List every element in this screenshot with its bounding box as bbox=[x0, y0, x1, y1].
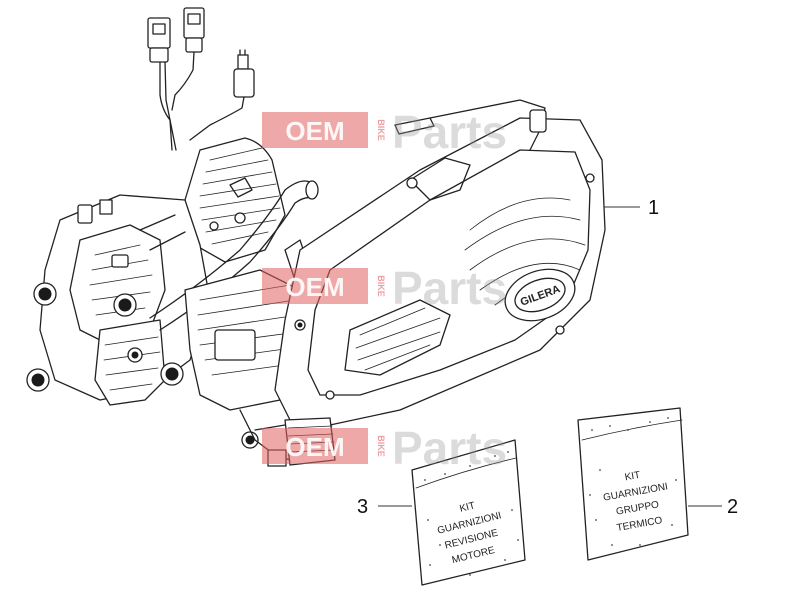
watermark-parts: Parts bbox=[392, 106, 507, 158]
watermark-parts-3: Parts bbox=[392, 422, 507, 474]
watermark-bike: BIKE bbox=[376, 119, 386, 141]
engine-assembly[interactable]: GILERA bbox=[26, 7, 606, 467]
gasket-kit-bag-engine-overhaul[interactable]: KIT GUARNIZIONI REVISIONE MOTORE bbox=[411, 439, 526, 586]
cvt-cover: GILERA bbox=[274, 99, 606, 426]
watermark-bike-3: BIKE bbox=[376, 435, 386, 457]
crankcase bbox=[184, 269, 306, 467]
cylinder-head bbox=[184, 137, 286, 263]
callout-1[interactable]: 1 bbox=[604, 197, 659, 219]
watermark-bike-2: BIKE bbox=[376, 275, 386, 297]
callout-3[interactable]: 3 bbox=[357, 496, 412, 518]
kit3-line-1: KIT bbox=[459, 500, 477, 514]
part-number-3: 3 bbox=[357, 496, 368, 518]
watermark-bottom: OEM BIKE Parts bbox=[262, 422, 507, 474]
watermark-oem-3: OEM bbox=[285, 432, 344, 462]
gasket-kit-bag-thermal-group[interactable]: KIT GUARNIZIONI GRUPPO TERMICO bbox=[577, 407, 689, 561]
wiring-harness bbox=[147, 7, 255, 151]
kit2-line-1: KIT bbox=[624, 470, 641, 484]
watermark-oem-2: OEM bbox=[285, 272, 344, 302]
callout-2[interactable]: 2 bbox=[688, 496, 738, 518]
watermark-middle: OEM BIKE Parts bbox=[262, 262, 507, 314]
watermark-oem: OEM bbox=[285, 116, 344, 146]
engine-block-left bbox=[26, 194, 211, 406]
watermark-top: OEM BIKE Parts bbox=[262, 106, 507, 158]
part-number-2: 2 bbox=[727, 496, 738, 518]
part-number-1: 1 bbox=[648, 197, 659, 219]
watermark-parts-2: Parts bbox=[392, 262, 507, 314]
